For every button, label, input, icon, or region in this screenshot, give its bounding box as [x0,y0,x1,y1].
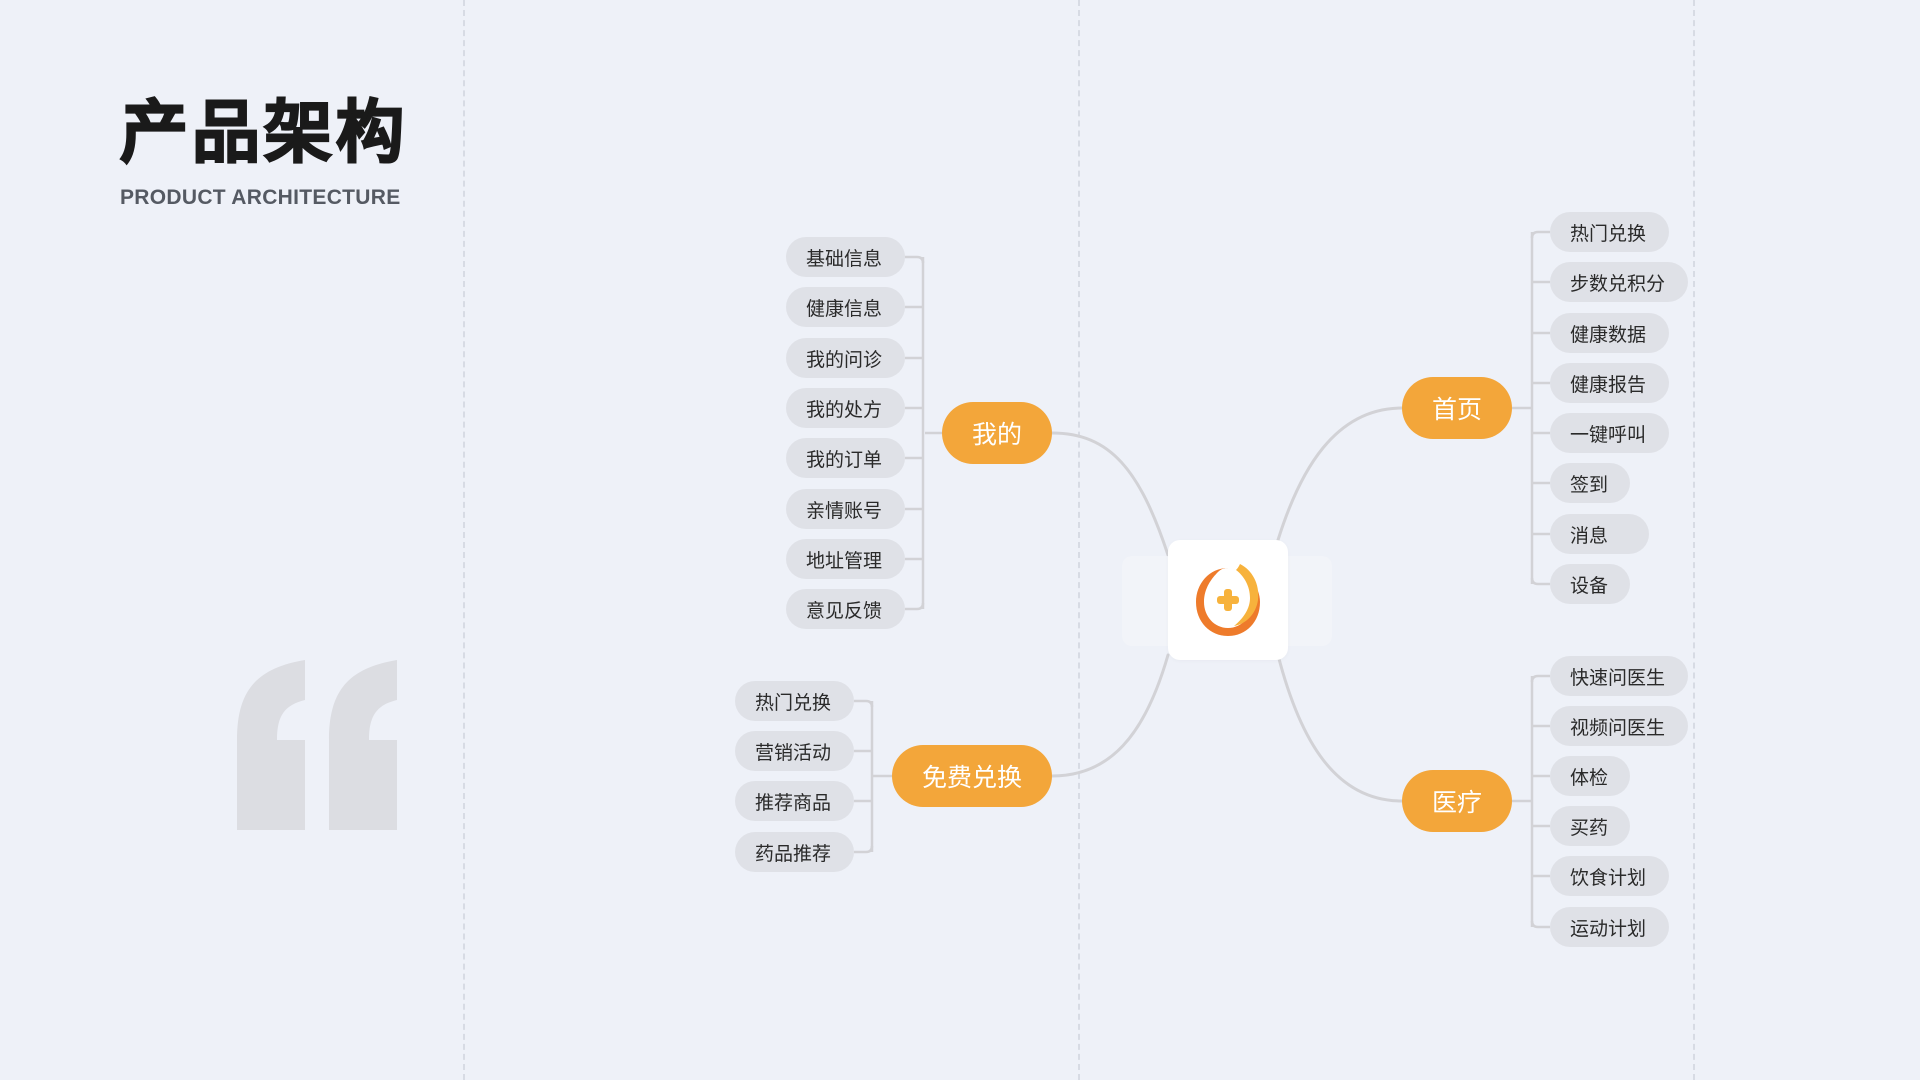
branch-mine[interactable]: 我的 [942,402,1052,464]
leaf-medical-quick-doctor[interactable]: 快速问医生 [1550,656,1688,696]
center-logo-card [1168,540,1288,660]
quote-mark-icon [237,660,397,830]
leaf-mine-feedback[interactable]: 意见反馈 [786,589,905,629]
leaf-home-health-report[interactable]: 健康报告 [1550,363,1669,403]
leaf-exchange-drug-recommend[interactable]: 药品推荐 [735,832,854,872]
branch-medical[interactable]: 医疗 [1402,770,1512,832]
leaf-mine-orders[interactable]: 我的订单 [786,438,905,478]
branch-home[interactable]: 首页 [1402,377,1512,439]
leaf-mine-address[interactable]: 地址管理 [786,539,905,579]
leaf-exchange-hot[interactable]: 热门兑换 [735,681,854,721]
leaf-mine-health-info[interactable]: 健康信息 [786,287,905,327]
leaf-mine-basic-info[interactable]: 基础信息 [786,237,905,277]
page-subtitle: PRODUCT ARCHITECTURE [120,186,401,209]
leaf-medical-buy-drugs[interactable]: 买药 [1550,806,1630,846]
leaf-medical-diet-plan[interactable]: 饮食计划 [1550,856,1669,896]
leaf-mine-prescriptions[interactable]: 我的处方 [786,388,905,428]
leaf-mine-consultations[interactable]: 我的问诊 [786,338,905,378]
leaf-medical-exercise-plan[interactable]: 运动计划 [1550,907,1669,947]
leaf-exchange-recommended-goods[interactable]: 推荐商品 [735,781,854,821]
guide-line [1693,0,1695,1080]
branch-free-exchange[interactable]: 免费兑换 [892,745,1052,807]
guide-line [463,0,465,1080]
health-plus-logo-icon [1196,564,1260,636]
leaf-home-hot-exchange[interactable]: 热门兑换 [1550,212,1669,252]
leaf-exchange-marketing[interactable]: 营销活动 [735,731,854,771]
leaf-home-checkin[interactable]: 签到 [1550,463,1630,503]
leaf-home-steps-points[interactable]: 步数兑积分 [1550,262,1688,302]
page-title: 产品架构 [119,94,409,173]
leaf-medical-checkup[interactable]: 体检 [1550,756,1630,796]
leaf-home-devices[interactable]: 设备 [1550,564,1630,604]
guide-line [1078,0,1080,1080]
leaf-home-one-key-call[interactable]: 一键呼叫 [1550,413,1669,453]
leaf-medical-video-doctor[interactable]: 视频问医生 [1550,706,1688,746]
leaf-mine-family-accounts[interactable]: 亲情账号 [786,489,905,529]
leaf-home-health-data[interactable]: 健康数据 [1550,313,1669,353]
leaf-home-messages[interactable]: 消息 [1550,514,1649,554]
